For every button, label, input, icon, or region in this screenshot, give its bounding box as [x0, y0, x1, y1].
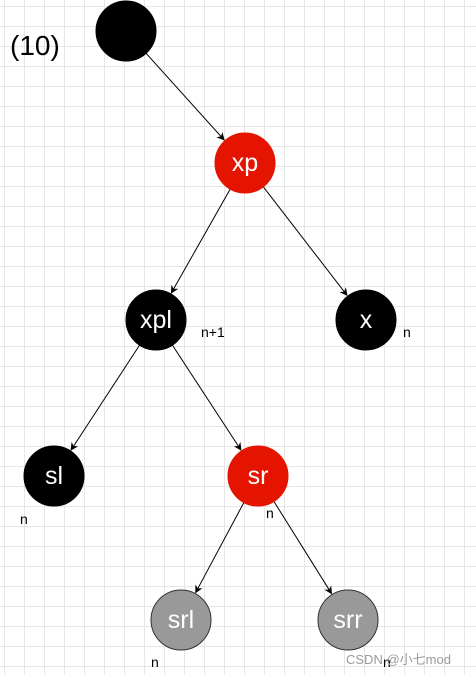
annotations-layer: n+1 n n n n n [20, 324, 411, 670]
node-sr: sr [227, 445, 289, 507]
annotation-srl: n [151, 654, 159, 670]
node-xpl-circle [125, 289, 187, 351]
watermark: CSDN @小七mod [346, 652, 451, 667]
node-xp-circle [214, 132, 276, 194]
node-x: x [335, 289, 397, 351]
edge-xp-xpl [170, 188, 231, 294]
node-srr: srr [317, 589, 379, 651]
step-label: (10) [10, 30, 60, 61]
node-sr-label: sr [248, 462, 269, 490]
node-sl-circle [23, 445, 85, 507]
node-xpl-label: xpl [140, 306, 172, 334]
node-sr-circle [227, 445, 289, 507]
edges-layer [70, 52, 348, 595]
edge-sr-srl [195, 502, 245, 594]
edge-root-xp [145, 52, 225, 141]
edge-xpl-sl [70, 344, 141, 451]
node-srl-circle [150, 589, 212, 651]
node-xp: xp [214, 132, 276, 194]
node-root [95, 0, 157, 62]
node-srl-label: srl [168, 606, 194, 634]
annotation-x: n [403, 324, 411, 340]
node-x-label: x [360, 306, 373, 334]
node-srr-circle [317, 589, 379, 651]
annotation-xpl: n+1 [201, 324, 225, 340]
edge-sr-srr [273, 501, 333, 595]
annotation-sr: n [266, 505, 274, 521]
node-x-circle [335, 289, 397, 351]
nodes-layer: xp xpl x sl sr srl [23, 0, 397, 651]
node-xpl: xpl [125, 289, 187, 351]
edge-xp-x [262, 186, 348, 297]
edge-xpl-sr [171, 344, 242, 451]
node-srl: srl [150, 589, 212, 651]
node-root-circle [95, 0, 157, 62]
node-sl: sl [23, 445, 85, 507]
node-srr-label: srr [333, 606, 362, 634]
node-sl-label: sl [45, 462, 63, 490]
annotation-sl: n [20, 511, 28, 527]
node-xp-label: xp [232, 149, 258, 177]
annotation-srr: n [383, 654, 391, 670]
